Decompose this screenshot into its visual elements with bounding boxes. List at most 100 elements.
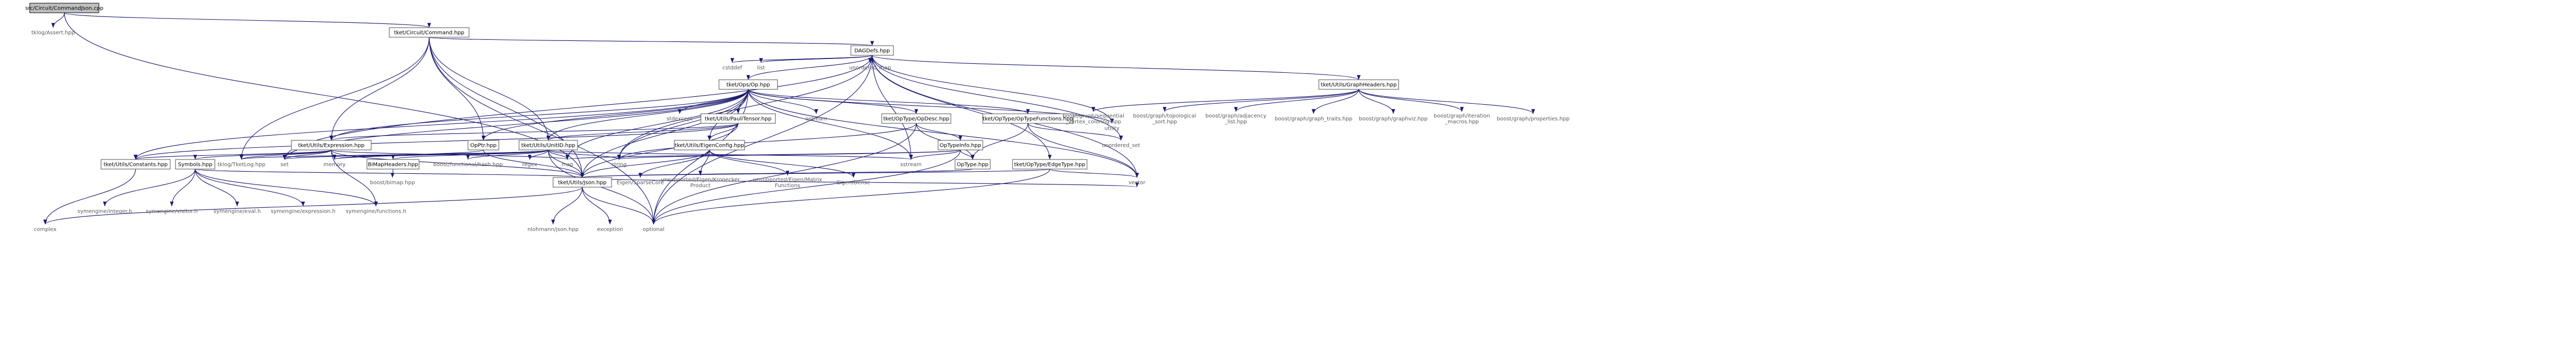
- edge-optypeinfo-to-string: [617, 149, 961, 160]
- node-box: [938, 140, 983, 150]
- edge-path: [617, 123, 917, 160]
- edge-graphheaders-to-bg_traits: [1311, 89, 1359, 114]
- node-se_func: symengine/functions.h: [346, 209, 406, 215]
- edge-optypefunctions-to-unordered_set: [1027, 123, 1123, 141]
- node-label: set: [280, 162, 288, 168]
- node-label: boost/graph/properties.hpp: [1497, 116, 1570, 122]
- edge-path: [133, 89, 749, 160]
- edge-path: [1027, 123, 1123, 141]
- edge-path: [580, 123, 739, 178]
- edge-path: [1091, 89, 1359, 112]
- edge-op-to-ostream: [748, 89, 818, 114]
- node-tkassert: tklog/Assert.hpp: [31, 30, 75, 36]
- node-label: boost/graph/topological: [1133, 113, 1197, 119]
- node-bg_graphviz: boost/graph/graphviz.hpp: [1359, 116, 1427, 122]
- edge-op-to-vector: [748, 89, 1139, 178]
- edge-op-to-sstream: [748, 89, 913, 160]
- edge-unitid-to-boostfunctional: [466, 149, 549, 160]
- node-expression[interactable]: tket/Utils/Expression.hpp: [291, 140, 372, 150]
- node-optypefunctions[interactable]: tket/OpType/OpTypeFunctions.hpp: [982, 113, 1074, 124]
- edge-optypeinfo-to-sstream: [909, 149, 961, 160]
- edge-edgetype-to-optional: [651, 169, 1050, 225]
- node-command[interactable]: tket/Circuit/Command.hpp: [389, 27, 470, 38]
- node-symbols[interactable]: Symbols.hpp: [175, 159, 215, 170]
- node-op[interactable]: tket/Ops/Op.hpp: [718, 79, 778, 90]
- node-memory: memory: [323, 162, 346, 168]
- edge-opptr-to-json: [483, 149, 584, 178]
- edge-command-to-unitid: [429, 37, 550, 141]
- edge-json-to-vector: [582, 177, 1139, 188]
- edge-path: [329, 37, 430, 141]
- edge-path: [916, 123, 963, 141]
- edge-path: [617, 149, 961, 160]
- node-label: string: [612, 162, 627, 168]
- node-label: OpPtr.hpp: [470, 143, 497, 149]
- edge-path: [638, 149, 710, 178]
- node-se_expr: symengine/expression.h: [271, 209, 336, 215]
- edge-path: [651, 55, 873, 225]
- edge-path: [332, 149, 549, 160]
- node-dagdefs[interactable]: DAGDefs.hpp: [850, 45, 894, 56]
- node-label: Functions: [775, 183, 800, 189]
- node-label: symengine/expression.h: [271, 209, 336, 215]
- node-eigenconfig[interactable]: tket/Utils/EigenConfig.hpp: [674, 140, 745, 150]
- node-constants[interactable]: tket/Utils/Constants.hpp: [101, 159, 171, 170]
- node-graphheaders[interactable]: tket/Utils/GraphHeaders.hpp: [1318, 79, 1399, 90]
- edge-path: [329, 123, 739, 141]
- node-label: tket/Utils/Constants.hpp: [104, 162, 168, 168]
- node-label: utility: [1105, 126, 1120, 132]
- edge-path: [872, 55, 1052, 160]
- node-box: [955, 159, 991, 170]
- edge-dagdefs-to-optional: [651, 55, 873, 225]
- node-label: list: [757, 65, 765, 71]
- node-layer: src/Circuit/CommandJson.cpp tklog/Assert.…: [26, 3, 1570, 233]
- edge-op-to-utility: [748, 89, 1114, 124]
- node-set: set: [280, 162, 288, 168]
- node-nlohmann: nlohmann/json.hpp: [528, 227, 579, 233]
- edge-dagdefs-to-cstddef: [730, 55, 873, 63]
- node-label: boost/functional/hash.hpp: [433, 162, 503, 168]
- edge-path: [195, 169, 305, 207]
- node-box: [1318, 79, 1399, 90]
- node-optypeinfo[interactable]: OpTypeInfo.hpp: [938, 140, 983, 150]
- edge-path: [748, 89, 1030, 114]
- edge-path: [193, 149, 332, 160]
- node-opdesc[interactable]: tket/OpType/OpDesc.hpp: [881, 113, 951, 124]
- node-bitmapheaders[interactable]: BiMapHeaders.hpp: [366, 159, 420, 170]
- node-label: exception: [597, 227, 623, 233]
- node-paulitensor[interactable]: tket/Utils/PauliTensor.hpp: [700, 113, 776, 124]
- edge-path: [580, 89, 749, 178]
- node-json[interactable]: tket/Utils/Json.hpp: [553, 177, 612, 188]
- edge-path: [195, 169, 378, 207]
- edge-edgetype-to-vector: [1049, 169, 1139, 178]
- node-label: regex: [522, 162, 537, 168]
- edge-op-to-optypefunctions: [748, 89, 1030, 114]
- node-regex: regex: [522, 162, 537, 168]
- edge-path: [1358, 89, 1464, 112]
- node-label: tket/OpType/EdgeType.hpp: [1014, 162, 1085, 168]
- node-box: [366, 159, 420, 170]
- node-root[interactable]: src/Circuit/CommandJson.cpp: [26, 3, 104, 13]
- edge-edgetype-to-json: [581, 169, 1050, 178]
- node-box: [467, 140, 499, 150]
- node-opptr[interactable]: OpPtr.hpp: [467, 140, 499, 150]
- node-edgetype[interactable]: tket/OpType/EdgeType.hpp: [1012, 159, 1088, 170]
- node-sstream: sstream: [900, 162, 922, 168]
- node-ostream: ostream: [805, 116, 827, 122]
- edge-graphheaders-to-bg_topo: [1162, 89, 1359, 112]
- node-label: Symbols.hpp: [178, 162, 213, 168]
- node-bg_adj: boost/graph/adjacency_list.hpp: [1206, 113, 1267, 125]
- edge-path: [466, 149, 549, 160]
- node-label: tket/OpType/OpTypeFunctions.hpp: [983, 116, 1074, 122]
- edge-path: [872, 55, 913, 160]
- edge-path: [1234, 89, 1359, 112]
- node-box: [389, 27, 470, 38]
- edge-symbols-to-json: [195, 169, 584, 178]
- node-unitid[interactable]: tket/Utils/UnitID.hpp: [518, 140, 578, 150]
- node-optype[interactable]: OpType.hpp: [955, 159, 991, 170]
- edge-eigenconfig-to-matrixfunc: [709, 149, 790, 176]
- edge-path: [1311, 89, 1359, 114]
- edge-symbols-to-se_func: [195, 169, 378, 207]
- node-label: vector: [1128, 180, 1146, 186]
